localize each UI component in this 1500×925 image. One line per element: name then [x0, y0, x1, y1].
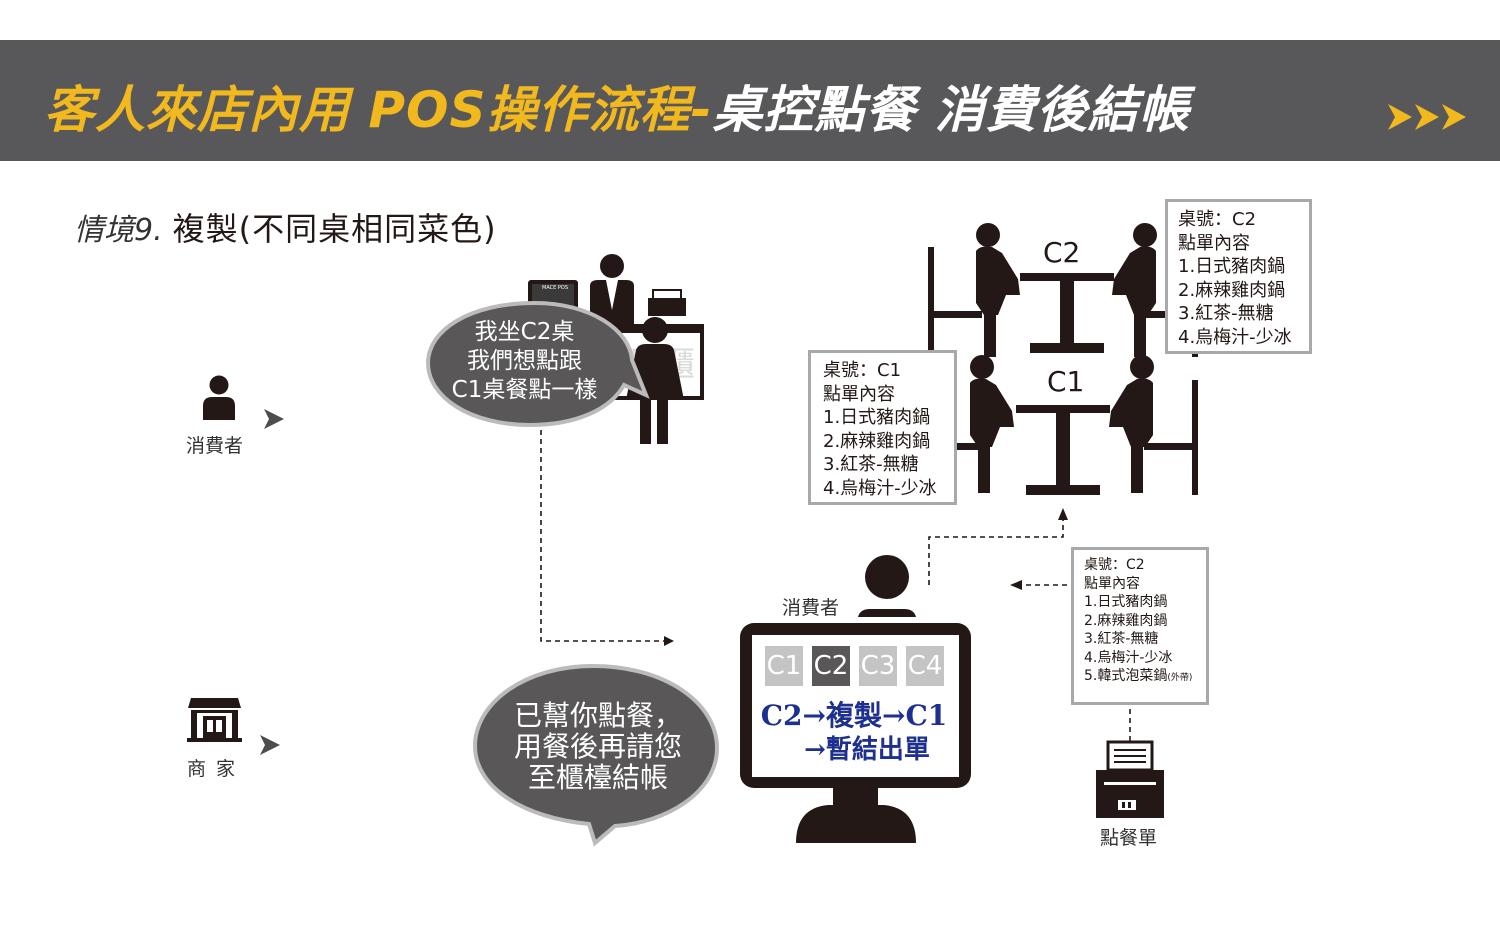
customer-bubble-line1: 我坐C2桌 — [474, 319, 575, 345]
chevron-right-icon — [264, 409, 284, 429]
order-c1-item: 3.紅茶-無糖 — [823, 454, 919, 475]
banner-title: 客人來店內用 POS操作流程-桌控點餐 消費後結帳 — [44, 70, 1190, 142]
merchant-bubble-line3: 至櫃檯結帳 — [527, 761, 668, 794]
order-c2-item: 3.紅茶-無糖 — [1178, 303, 1274, 324]
merchant-bubble-text: 已幫你點餐， 用餐後再請您 至櫃檯結帳 — [498, 700, 698, 793]
customer-bubble-line2: 我們想點跟 — [467, 348, 582, 374]
order-print-item: 2.麻辣雞肉鍋 — [1084, 612, 1168, 629]
order-c2-item: 4.烏梅汁-少冰 — [1178, 326, 1292, 348]
kiosk-consumer-label: 消費者 — [782, 597, 840, 619]
role-merchant-label: 商 家 — [187, 758, 238, 780]
order-c2-item: 2.麻辣雞肉鍋 — [1178, 279, 1286, 301]
order-c1-heading: 點單內容 — [823, 383, 895, 405]
consumer-person-icon — [203, 375, 235, 420]
table-tab-c2[interactable]: C2 — [812, 646, 850, 686]
flow-arrow-up-icon — [1058, 508, 1068, 520]
order-print-item5-tag: (外帶) — [1167, 673, 1193, 683]
title-banner — [0, 40, 1500, 161]
kiosk-command-line2: →暫結出單 — [804, 735, 930, 765]
banner-title-part2: 桌控點餐 消費後結帳 — [712, 81, 1190, 139]
role-consumer-label: 消費者 — [186, 435, 244, 457]
banner-title-part1: 客人來店內用 POS操作流程- — [44, 81, 713, 139]
order-print-heading: 點單內容 — [1084, 575, 1140, 592]
order-c2-item: 1.日式豬肉鍋 — [1178, 256, 1286, 277]
merchant-speech-bubble — [472, 663, 720, 847]
table-tab-c4[interactable]: C4 — [906, 646, 944, 686]
table-c1-label: C1 — [1047, 365, 1085, 398]
order-c2-heading: 點單內容 — [1178, 232, 1250, 254]
printer-icon — [1096, 740, 1164, 818]
order-print-item: 5.韓式泡菜鍋(外帶) — [1084, 667, 1206, 688]
pos-logo: MACE POS — [542, 285, 569, 291]
order-c2-table: 桌號：C2 — [1178, 209, 1257, 230]
customer-bubble-text: 我坐C2桌 我們想點跟 C1桌餐點一樣 — [442, 318, 607, 405]
order-box-c2: 桌號：C2 點單內容 1.日式豬肉鍋 2.麻辣雞肉鍋 3.紅茶-無糖 4.烏梅汁… — [1165, 199, 1312, 354]
order-print-table: 桌號：C2 — [1084, 557, 1145, 573]
triple-arrow-icon — [1388, 104, 1466, 130]
scenario-label: 情境9. — [74, 213, 163, 248]
order-c1-item: 4.烏梅汁-少冰 — [823, 477, 937, 499]
order-c1-item: 2.麻辣雞肉鍋 — [823, 430, 931, 452]
scenario-title: 複製(不同桌相同菜色) — [172, 210, 497, 248]
customer-bubble-line3: C1桌餐點一樣 — [451, 377, 598, 403]
kiosk-command-line1: C2→複製→C1 — [760, 699, 948, 732]
chevron-right-icon — [260, 735, 280, 755]
order-print-item: 1.日式豬肉鍋 — [1084, 594, 1168, 610]
printer-label: 點餐單 — [1100, 827, 1158, 849]
scenario-heading: 情境9. 複製(不同桌相同菜色) — [74, 204, 497, 250]
order-c1-item: 1.日式豬肉鍋 — [823, 407, 931, 428]
merchant-bubble-line2: 用餐後再請您 — [513, 730, 682, 763]
order-print-item: 4.烏梅汁-少冰 — [1084, 649, 1173, 666]
flow-arrow-left-icon — [1010, 580, 1022, 590]
flow-arrow-right-icon — [664, 636, 674, 646]
table-tab-c3[interactable]: C3 — [859, 646, 897, 686]
table-tab-c1[interactable]: C1 — [765, 646, 803, 686]
customer-speech-bubble — [425, 300, 650, 428]
order-box-print: 桌號：C2 點單內容 1.日式豬肉鍋 2.麻辣雞肉鍋 3.紅茶-無糖 4.烏梅汁… — [1071, 547, 1209, 705]
table-c2-label: C2 — [1043, 236, 1081, 269]
order-print-item: 3.紅茶-無糖 — [1084, 631, 1159, 647]
order-c1-table: 桌號：C1 — [823, 360, 902, 381]
merchant-bubble-line1: 已幫你點餐， — [513, 699, 682, 732]
order-box-c1: 桌號：C1 點單內容 1.日式豬肉鍋 2.麻辣雞肉鍋 3.紅茶-無糖 4.烏梅汁… — [808, 350, 957, 505]
store-icon — [187, 698, 242, 742]
order-print-item5: 5.韓式泡菜鍋 — [1084, 668, 1168, 684]
